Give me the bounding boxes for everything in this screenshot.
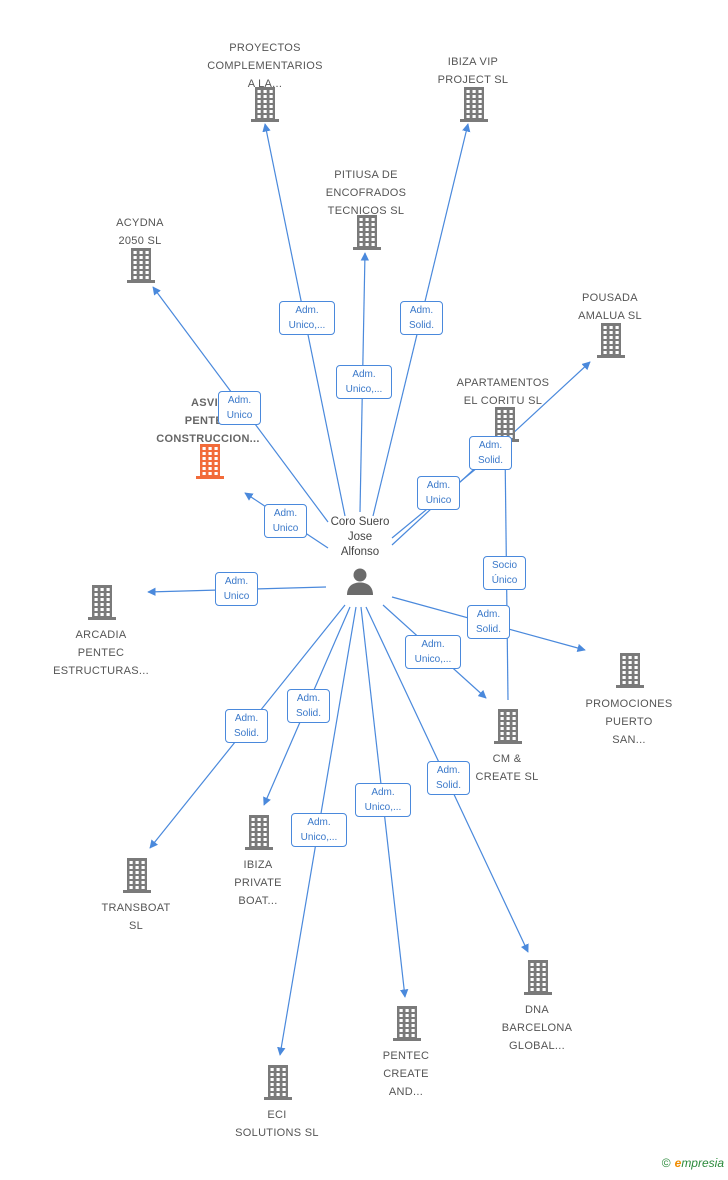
- edge-label-pentec-create[interactable]: Adm. Unico,...: [355, 783, 411, 817]
- edge-label-eci[interactable]: Adm. Unico,...: [291, 813, 347, 847]
- company-node-label-acydna[interactable]: ACYDNA 2050 SL: [70, 213, 210, 249]
- building-icon: [460, 87, 488, 122]
- company-node-label-promociones[interactable]: PROMOCIONES PUERTO SAN...: [559, 694, 699, 748]
- edge-label-asvit[interactable]: Adm. Unico: [264, 504, 307, 538]
- building-icon: [393, 1006, 421, 1041]
- company-name[interactable]: ECI SOLUTIONS SL: [235, 1109, 319, 1139]
- company-node-label-pitiusa[interactable]: PITIUSA DE ENCOFRADOS TECNICOS SL: [296, 165, 436, 219]
- edge-label-apartamentos[interactable]: Adm. Solid.: [469, 436, 512, 470]
- company-node-arcadia[interactable]: [86, 584, 118, 620]
- building-icon: [494, 709, 522, 744]
- company-node-label-proyectos[interactable]: PROYECTOS COMPLEMENTARIOS A LA...: [195, 38, 335, 92]
- edge-label-ibiza-private[interactable]: Adm. Solid.: [287, 689, 330, 723]
- edge-label-cm-create[interactable]: Socio Único: [483, 556, 526, 590]
- company-node-pousada[interactable]: [595, 322, 627, 358]
- company-name[interactable]: POUSADA AMALUA SL: [578, 292, 642, 322]
- company-node-cm-create[interactable]: [492, 708, 524, 744]
- company-node-asvit[interactable]: [194, 443, 226, 479]
- building-icon: [524, 960, 552, 995]
- edge-label-pousada[interactable]: Adm. Unico: [417, 476, 460, 510]
- company-node-promociones[interactable]: [614, 652, 646, 688]
- company-node-pitiusa[interactable]: [351, 214, 383, 250]
- company-node-label-dna[interactable]: DNA BARCELONA GLOBAL...: [467, 1000, 607, 1054]
- company-node-label-ibiza-private[interactable]: IBIZA PRIVATE BOAT...: [188, 855, 328, 909]
- building-icon: [616, 653, 644, 688]
- company-name[interactable]: IBIZA PRIVATE BOAT...: [234, 859, 282, 907]
- building-icon: [88, 585, 116, 620]
- edge-label-ibiza-vip[interactable]: Adm. Solid.: [400, 301, 443, 335]
- edge-label-arcadia[interactable]: Adm. Unico: [215, 572, 258, 606]
- company-name[interactable]: APARTAMENTOS EL CORITU SL: [456, 377, 550, 407]
- company-name[interactable]: PITIUSA DE ENCOFRADOS TECNICOS SL: [325, 169, 407, 217]
- center-person-name[interactable]: Coro Suero Jose Alfonso: [330, 516, 390, 558]
- company-name[interactable]: PENTEC CREATE AND...: [382, 1050, 430, 1098]
- company-node-proyectos[interactable]: [249, 86, 281, 122]
- company-node-dna[interactable]: [522, 959, 554, 995]
- company-node-label-cm-create[interactable]: CM & CREATE SL: [437, 749, 577, 785]
- company-name[interactable]: PROYECTOS COMPLEMENTARIOS A LA...: [207, 42, 323, 90]
- building-icon: [245, 815, 273, 850]
- company-name[interactable]: DNA BARCELONA GLOBAL...: [501, 1004, 573, 1052]
- building-icon: [353, 215, 381, 250]
- company-node-label-eci[interactable]: ECI SOLUTIONS SL: [207, 1105, 347, 1141]
- edge-label-promociones[interactable]: Adm. Solid.: [467, 605, 510, 639]
- building-icon: [123, 858, 151, 893]
- company-node-label-arcadia[interactable]: ARCADIA PENTEC ESTRUCTURAS...: [31, 625, 171, 679]
- company-node-label-pousada[interactable]: POUSADA AMALUA SL: [540, 288, 680, 324]
- company-node-label-ibiza-vip[interactable]: IBIZA VIP PROJECT SL: [403, 52, 543, 88]
- company-name[interactable]: PROMOCIONES PUERTO SAN...: [585, 698, 673, 746]
- edge-label-acydna[interactable]: Adm. Unico: [218, 391, 261, 425]
- company-node-pentec-create[interactable]: [391, 1005, 423, 1041]
- company-node-ibiza-private[interactable]: [243, 814, 275, 850]
- company-node-ibiza-vip[interactable]: [458, 86, 490, 122]
- building-icon: [264, 1065, 292, 1100]
- building-icon: [597, 323, 625, 358]
- edge-label-proyectos[interactable]: Adm. Unico,...: [279, 301, 335, 335]
- company-node-label-transboat[interactable]: TRANSBOAT SL: [66, 898, 206, 934]
- center-person[interactable]: Coro Suero Jose Alfonso: [305, 515, 415, 596]
- person-icon: [347, 568, 373, 595]
- company-node-acydna[interactable]: [125, 247, 157, 283]
- company-node-transboat[interactable]: [121, 857, 153, 893]
- company-node-label-pentec-create[interactable]: PENTEC CREATE AND...: [336, 1046, 476, 1100]
- edge-label-dna[interactable]: Adm. Solid.: [427, 761, 470, 795]
- edge-label-transboat[interactable]: Adm. Solid.: [225, 709, 268, 743]
- company-node-label-apartamentos[interactable]: APARTAMENTOS EL CORITU SL: [433, 373, 573, 409]
- company-name[interactable]: TRANSBOAT SL: [101, 902, 171, 932]
- company-name[interactable]: CM & CREATE SL: [475, 753, 539, 783]
- edge-label-pitiusa[interactable]: Adm. Unico,...: [336, 365, 392, 399]
- edge-label-cm-create[interactable]: Adm. Unico,...: [405, 635, 461, 669]
- company-name[interactable]: ACYDNA 2050 SL: [116, 217, 164, 247]
- building-icon: [127, 248, 155, 283]
- building-icon: [251, 87, 279, 122]
- copyright-symbol: ©: [661, 1156, 671, 1170]
- building-icon: [196, 444, 224, 479]
- brand-name: mpresia: [681, 1156, 724, 1170]
- company-name[interactable]: ARCADIA PENTEC ESTRUCTURAS...: [53, 629, 149, 677]
- company-node-eci[interactable]: [262, 1064, 294, 1100]
- brand-footer[interactable]: ©empresia: [662, 1156, 724, 1170]
- company-name[interactable]: IBIZA VIP PROJECT SL: [437, 56, 509, 86]
- brand-initial: e: [674, 1156, 682, 1170]
